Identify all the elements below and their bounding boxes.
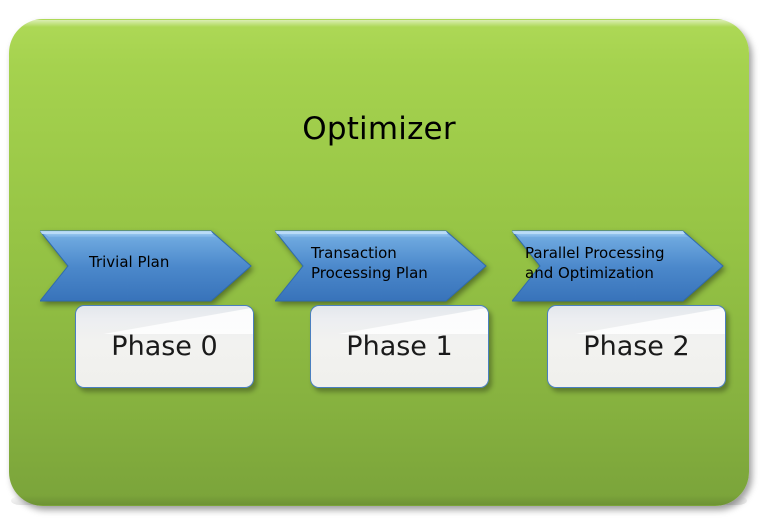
phase-group-2: Parallel Processing and Optimization Pha… [512, 224, 732, 388]
phase-box-label-0: Phase 0 [111, 330, 218, 362]
phase-box-label-1: Phase 1 [346, 330, 453, 362]
chevron-arrow-trivial-plan[interactable] [40, 224, 252, 302]
chevron-arrow-transaction-processing-plan[interactable] [275, 224, 487, 302]
optimizer-title: Optimizer [302, 111, 456, 147]
phase-group-0: Trivial Plan Phase 0 [40, 224, 260, 388]
phase-box-1[interactable]: Phase 1 [310, 305, 489, 388]
optimizer-container: Optimizer [9, 19, 749, 506]
phase-box-2[interactable]: Phase 2 [547, 305, 726, 388]
phase-box-0[interactable]: Phase 0 [75, 305, 254, 388]
phase-group-1: Transaction Processing Plan Phase 1 [275, 224, 495, 388]
chevron-arrow-parallel-processing-and-optimization[interactable] [512, 224, 724, 302]
phase-box-label-2: Phase 2 [583, 330, 690, 362]
